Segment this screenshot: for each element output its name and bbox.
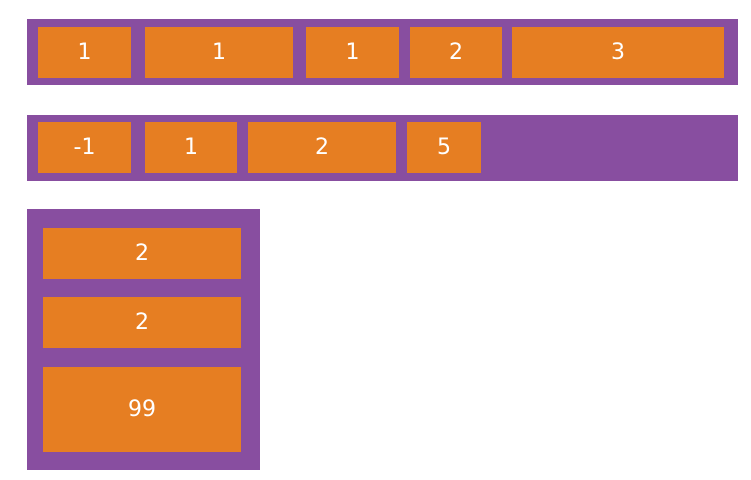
flex-column-container: 2 2 99 bbox=[27, 209, 260, 470]
flex-item: 3 bbox=[512, 27, 724, 78]
flex-item: 2 bbox=[43, 297, 241, 348]
flex-item: 1 bbox=[145, 122, 237, 173]
flex-item: 2 bbox=[248, 122, 396, 173]
flex-item: 2 bbox=[410, 27, 502, 78]
flex-row-container-1: 1 1 1 2 3 bbox=[27, 19, 738, 85]
flex-item: 5 bbox=[407, 122, 481, 173]
flex-item: 99 bbox=[43, 367, 241, 452]
flex-item: 1 bbox=[38, 27, 131, 78]
flex-row-container-2: -1 1 2 5 bbox=[27, 115, 738, 181]
flex-item: 1 bbox=[145, 27, 293, 78]
flex-item: 1 bbox=[306, 27, 399, 78]
flex-item: 2 bbox=[43, 228, 241, 279]
flex-item: -1 bbox=[38, 122, 131, 173]
